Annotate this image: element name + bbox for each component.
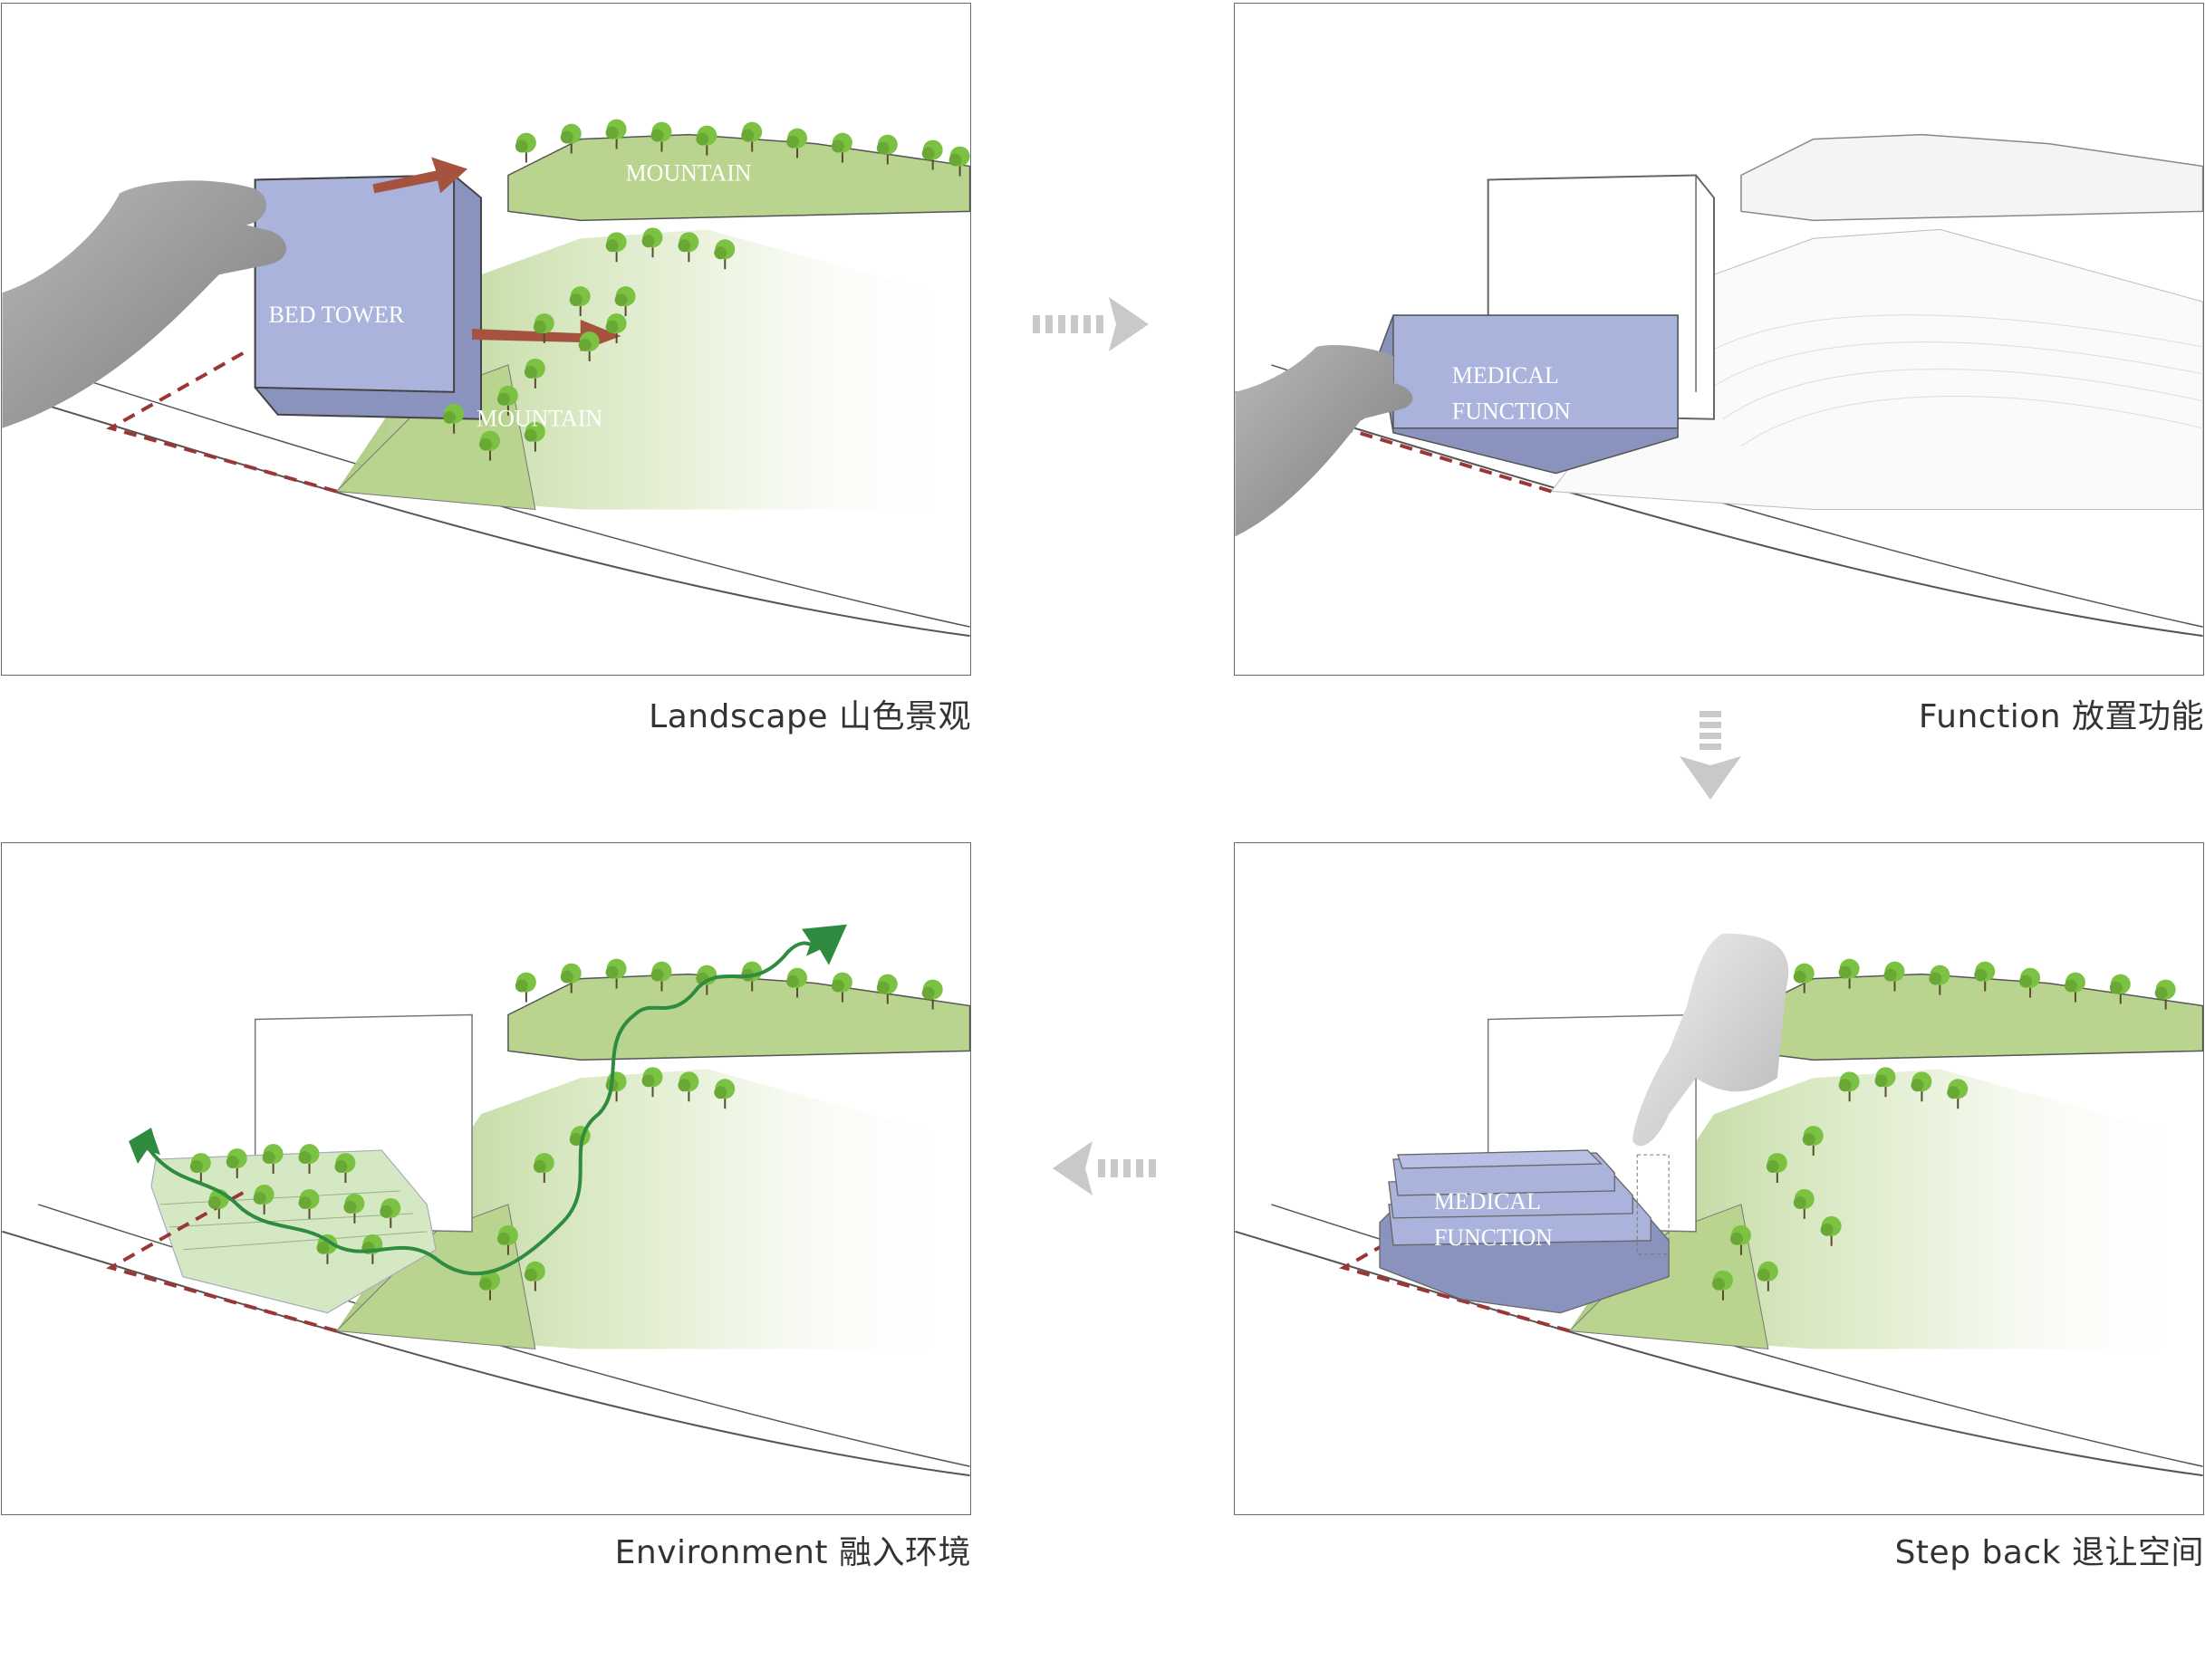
medical-label-line1: MEDICAL [1452,362,1559,389]
panel-landscape: MOUNTAIN BED TOWER MOUNTAIN [1,3,971,676]
hand-pointing-icon [1632,933,1789,1147]
dotted-arrow-left-icon [1042,1132,1169,1205]
panel-caption-environment: Environment 融入环境 [614,1534,971,1571]
medical-label-line1: MEDICAL [1434,1188,1541,1214]
panel-caption-step-back: Step back 退让空间 [1894,1534,2204,1571]
panel-caption-landscape: Landscape 山色景观 [649,698,971,735]
step-back-diagram: MEDICAL FUNCTION [1235,933,2203,1477]
landscape-diagram: MOUNTAIN BED TOWER MOUNTAIN [2,118,970,638]
medical-label-line2: FUNCTION [1434,1224,1553,1251]
medical-label-line2: FUNCTION [1452,398,1571,425]
function-diagram: MEDICAL FUNCTION [1235,133,2203,638]
panel-step-back: MEDICAL FUNCTION [1234,842,2204,1515]
dotted-arrow-down-icon [1674,711,1747,811]
panel-environment [1,842,971,1515]
mountain-top-label: MOUNTAIN [626,159,752,186]
bed-tower-label: BED TOWER [269,302,405,328]
mountain-bottom-label: MOUNTAIN [477,406,602,432]
panel-caption-function: Function 放置功能 [1918,698,2204,735]
hand-holding-icon [2,180,287,428]
hand-holding-icon [1235,345,1413,537]
dotted-arrow-right-icon [1033,288,1160,360]
path-arrow-icon [129,924,847,1276]
environment-diagram [2,924,970,1477]
panel-function: MEDICAL FUNCTION [1234,3,2204,676]
